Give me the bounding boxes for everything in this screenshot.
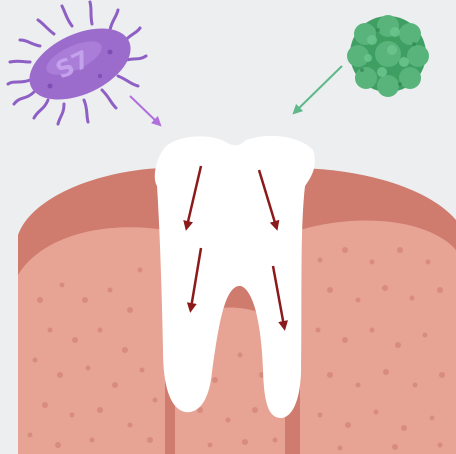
cell-cluster-icon [347,15,429,97]
gum-inner [18,227,165,454]
